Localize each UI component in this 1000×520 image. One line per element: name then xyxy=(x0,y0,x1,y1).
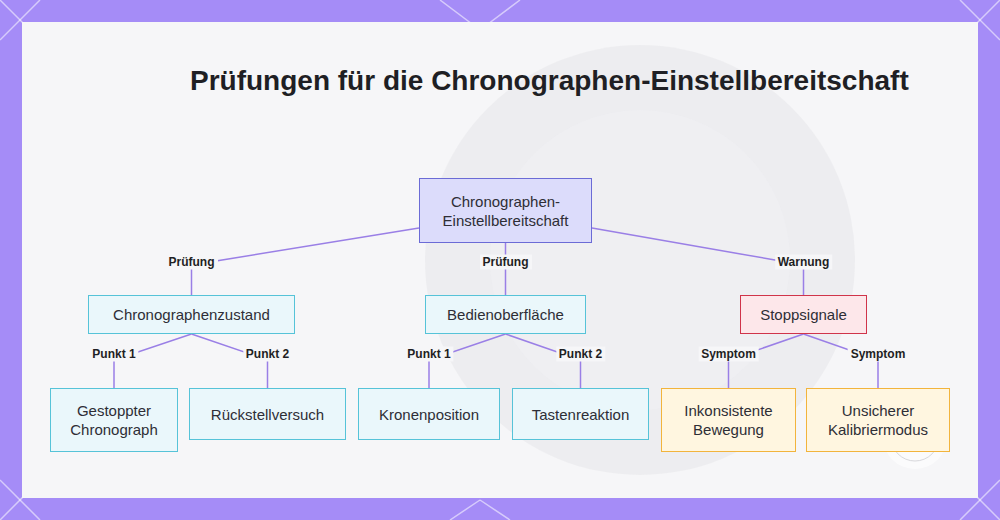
edge-label: Punkt 1 xyxy=(404,347,453,362)
node-label: Stoppsignale xyxy=(760,305,847,324)
edge-label: Punkt 1 xyxy=(89,347,138,362)
faded-watch-dial xyxy=(490,110,790,410)
node-label: Chronographenzustand xyxy=(113,305,270,324)
title-word: die xyxy=(383,65,423,96)
edge-label: Symptom xyxy=(698,347,759,362)
card-background xyxy=(22,22,978,498)
pattern-line xyxy=(450,500,480,520)
edge-label: Symptom xyxy=(848,347,909,362)
edge-label: Prüfung xyxy=(166,255,218,270)
item-box: Gestoppter Chronograph xyxy=(50,388,178,452)
edge-label: Punkt 2 xyxy=(556,347,605,362)
node-label: Tastenreaktion xyxy=(532,405,630,424)
title-word xyxy=(330,65,338,96)
title-word: Prüfungen xyxy=(190,65,330,96)
warning-box: Stoppsignale xyxy=(740,295,867,334)
symptom-box: Inkonsistente Bewegung xyxy=(661,388,796,452)
edge-label: Prüfung xyxy=(480,255,532,270)
node-label: Unsicherer Kalibriermodus xyxy=(815,401,941,439)
check-box: Bedienoberfläche xyxy=(425,295,586,334)
pattern-line xyxy=(480,500,510,520)
title-word xyxy=(423,65,431,96)
node-label: Kronenposition xyxy=(379,405,479,424)
check-box: Chronographenzustand xyxy=(88,295,295,334)
node-label: Bedienoberfläche xyxy=(447,305,564,324)
title-word: Chronographen-Einstellbereitschaft xyxy=(431,65,909,96)
title-word: für xyxy=(338,65,375,96)
item-box: Tastenreaktion xyxy=(512,388,649,440)
title-word xyxy=(375,65,383,96)
symptom-box: Unsicherer Kalibriermodus xyxy=(806,388,950,452)
edge-label: Warnung xyxy=(775,255,833,270)
connector-line xyxy=(592,228,804,295)
connector-line xyxy=(192,228,420,295)
edge-label: Punkt 2 xyxy=(243,347,292,362)
root-box: Chronographen- Einstellbereitschaft xyxy=(419,178,592,243)
node-label: Gestoppter Chronograph xyxy=(59,401,169,439)
node-label: Rückstellversuch xyxy=(211,405,324,424)
item-box: Kronenposition xyxy=(358,388,500,440)
diagram-title: Prüfungen für die Chronographen-Einstell… xyxy=(190,62,810,100)
node-label: Inkonsistente Bewegung xyxy=(670,401,787,439)
item-box: Rückstellversuch xyxy=(189,388,346,440)
node-label: Chronographen- Einstellbereitschaft xyxy=(428,192,583,230)
